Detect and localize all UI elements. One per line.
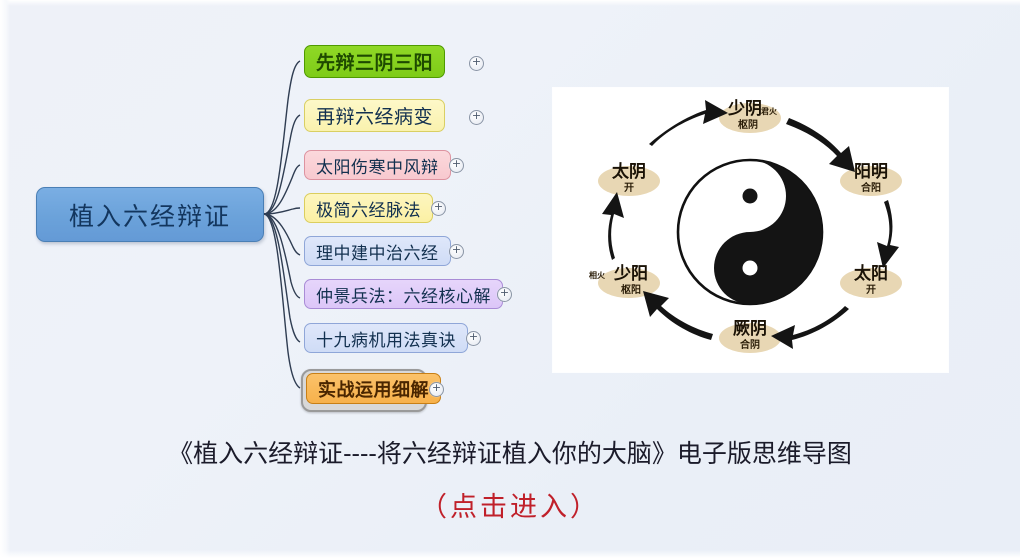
taiji-arrow-2 bbox=[877, 200, 899, 268]
circled-plus-icon[interactable]: + bbox=[469, 56, 484, 71]
circled-plus-icon[interactable]: + bbox=[449, 244, 464, 259]
taiji-label-sub: 开 bbox=[866, 284, 876, 296]
taiji-label-main: 厥阴 bbox=[733, 319, 767, 339]
mindmap-node-label: 极简六经脉法 bbox=[316, 200, 421, 221]
mindmap-node-lizhong-jianzhong-zhi-liujing[interactable]: 理中建中治六经 bbox=[304, 236, 451, 266]
mindmap-node-xianbian-sanyin-sanyang[interactable]: 先辩三阴三阳 bbox=[304, 45, 446, 78]
mindmap-node-label: 仲景兵法：六经核心解 bbox=[316, 286, 491, 307]
taiji-label-jueyin: 厥阴 合阴 bbox=[719, 319, 781, 353]
taiji-symbol bbox=[676, 158, 824, 306]
mindmap-canvas: 植入六经辩证 先辩三阴三阳 + 再辩六经病变 + 太阳伤寒中风辩 + 极简六经脉… bbox=[0, 0, 540, 420]
mindmap-connectors bbox=[263, 60, 301, 389]
mindmap-node-taiyang-shanghan-zhongfeng[interactable]: 太阳伤寒中风辩 bbox=[304, 150, 451, 180]
taiji-label-sub: 合阴 bbox=[739, 338, 760, 351]
mindmap-node-shizhan-yunyong-xijie[interactable]: 实战运用细解 bbox=[306, 373, 441, 404]
circled-plus-icon[interactable]: + bbox=[449, 158, 464, 173]
taiji-label-shaoyin: 少阴 君火 枢阴 bbox=[719, 99, 781, 133]
taiji-label-yangming: 阳明 合阳 bbox=[840, 162, 902, 196]
mindmap-node-shijiu-bingji-yongfa-zhenjue[interactable]: 十九病机用法真诀 bbox=[304, 323, 468, 353]
taiji-image-panel[interactable]: 少阴 君火 枢阴 阳明 合阳 太阳 开 bbox=[553, 88, 948, 372]
top-edge-highlight bbox=[0, 0, 1020, 6]
taiji-arrow-4 bbox=[643, 291, 713, 340]
left-edge-highlight bbox=[0, 0, 10, 558]
mindmap-node-label: 十九病机用法真诀 bbox=[316, 330, 456, 351]
caption-click-to-enter[interactable]: （点击进入） bbox=[420, 492, 600, 523]
taiji-arrow-6 bbox=[649, 100, 728, 146]
circled-plus-icon[interactable]: + bbox=[431, 201, 446, 216]
mindmap-node-label: 先辩三阴三阳 bbox=[316, 52, 434, 74]
taiji-label-taiyang: 太阳 开 bbox=[840, 263, 902, 298]
taiji-arrow-3 bbox=[771, 306, 849, 349]
mindmap-node-zhongjing-bingfa[interactable]: 仲景兵法：六经核心解 bbox=[304, 279, 503, 309]
taiji-label-main: 太阳 bbox=[854, 263, 888, 284]
mindmap-node-label: 再辩六经病变 bbox=[316, 106, 434, 128]
circled-plus-icon[interactable]: + bbox=[466, 331, 481, 346]
taiji-diagram: 少阴 君火 枢阴 阳明 合阳 太阳 开 bbox=[553, 88, 948, 372]
mindmap-root-label: 植入六经辩证 bbox=[68, 201, 231, 231]
bottom-edge-highlight bbox=[0, 550, 1020, 558]
mindmap-node-jijian-liujing-maifa[interactable]: 极简六经脉法 bbox=[304, 193, 433, 223]
taiji-label-sub: 枢阳 bbox=[621, 283, 641, 296]
taiji-label-main: 少阳 bbox=[613, 264, 648, 284]
mindmap-node-zaibian-liujing-bingbian[interactable]: 再辩六经病变 bbox=[304, 99, 446, 132]
taiji-label-tiny: 君火 bbox=[760, 106, 778, 116]
taiji-label-main: 少阴 bbox=[727, 99, 762, 119]
mindmap-node-label: 实战运用细解 bbox=[318, 379, 429, 401]
taiji-label-group: 少阴 君火 枢阴 阳明 合阳 太阳 开 bbox=[589, 99, 902, 353]
taiji-label-sub: 合阳 bbox=[860, 181, 881, 194]
taiji-label-main: 阳明 bbox=[854, 162, 888, 182]
circled-plus-icon[interactable]: + bbox=[429, 382, 444, 397]
circled-plus-icon[interactable]: + bbox=[497, 287, 512, 302]
taiji-label-shaoyang: 相火 少阳 枢阳 bbox=[589, 264, 660, 298]
mindmap-node-label: 理中建中治六经 bbox=[316, 243, 439, 264]
taiji-label-main: 太阴 bbox=[612, 161, 646, 182]
taiji-label-sub: 开 bbox=[624, 182, 634, 194]
taiji-label-taiyin: 太阴 开 bbox=[598, 161, 660, 196]
mindmap-node-label: 太阳伤寒中风辩 bbox=[316, 157, 439, 178]
taiji-arrow-1 bbox=[786, 118, 855, 172]
taiji-arrow-group bbox=[602, 100, 899, 349]
taiji-label-sub: 枢阴 bbox=[738, 118, 758, 131]
taiji-label-tiny: 相火 bbox=[589, 270, 606, 280]
circled-plus-icon[interactable]: + bbox=[469, 110, 484, 125]
mindmap-root-node[interactable]: 植入六经辩证 bbox=[36, 187, 264, 242]
caption-title: 《植入六经辩证----将六经辩证植入你的大脑》电子版思维导图 bbox=[168, 439, 852, 468]
taiji-arrow-5 bbox=[602, 192, 624, 260]
